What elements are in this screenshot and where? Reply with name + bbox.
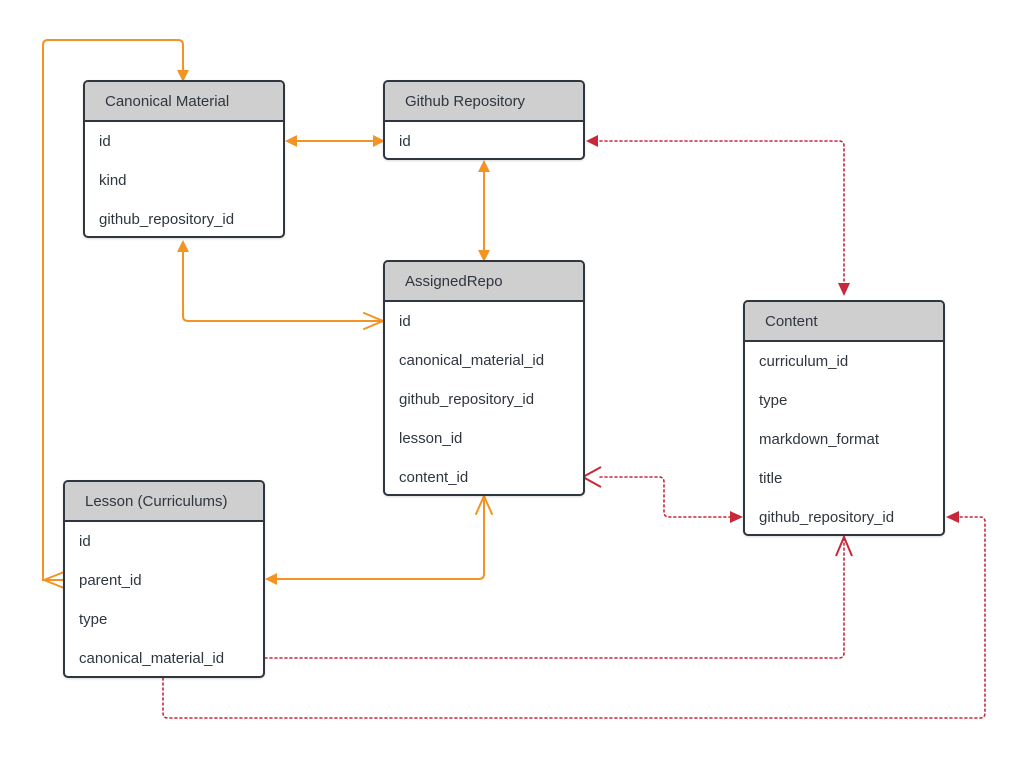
arrow-lesson-parent xyxy=(265,573,277,585)
entity-lesson[interactable]: Lesson (Curriculums) id parent_id type c… xyxy=(63,480,265,678)
link-lesson-content xyxy=(264,539,845,659)
link-lesson-content-github xyxy=(162,516,986,719)
arrow-canonical-bottom xyxy=(177,240,189,252)
field-curriculum-id: curriculum_id xyxy=(759,353,849,370)
arrow-assignedrepo-top xyxy=(478,250,490,262)
arrow-content-right xyxy=(946,511,959,523)
entity-github-repository[interactable]: Github Repository id xyxy=(383,80,585,160)
crowfoot-assignedrepo-bottom xyxy=(475,493,493,515)
field-content-id: content_id xyxy=(399,469,469,486)
entity-title: Content xyxy=(745,302,943,342)
entity-canonical-material[interactable]: Canonical Material id kind github_reposi… xyxy=(83,80,285,238)
arrow-content-left xyxy=(730,511,743,523)
field-canonical-material-id: canonical_material_id xyxy=(399,352,545,369)
entity-content[interactable]: Content curriculum_id type markdown_form… xyxy=(743,300,945,536)
field-github-repository-id: github_repository_id xyxy=(759,509,895,526)
field-type: type xyxy=(79,611,108,628)
field-title: title xyxy=(759,470,783,487)
crowfoot-content-bottom xyxy=(835,534,853,557)
link-assignedrepo-canonical xyxy=(182,249,385,322)
link-assignedrepo-content xyxy=(599,476,737,518)
field-id: id xyxy=(99,133,111,150)
arrow-github-red xyxy=(586,135,598,147)
link-github-content xyxy=(599,140,845,291)
entity-title: Lesson (Curriculums) xyxy=(65,482,263,522)
field-parent-id: parent_id xyxy=(79,572,142,589)
field-id: id xyxy=(79,533,91,550)
crowfoot-content-id xyxy=(580,466,602,488)
arrow-canonical-top xyxy=(177,70,189,82)
link-assignedrepo-lesson xyxy=(275,499,485,580)
entity-title: Github Repository xyxy=(385,82,583,122)
field-canonical-material-id: canonical_material_id xyxy=(79,650,225,667)
arrow-canonical-right xyxy=(285,135,297,147)
entity-title: AssignedRepo xyxy=(385,262,583,302)
link-lesson-parent-to-canonical-top xyxy=(42,39,184,581)
field-kind: kind xyxy=(99,172,127,189)
arrow-content-top xyxy=(838,283,850,296)
field-id: id xyxy=(399,313,411,330)
entity-title: Canonical Material xyxy=(85,82,283,122)
arrow-github-left xyxy=(373,135,385,147)
field-github-repository-id: github_repository_id xyxy=(399,391,535,408)
arrow-github-bottom xyxy=(478,160,490,172)
field-id: id xyxy=(399,133,411,150)
field-markdown-format: markdown_format xyxy=(759,431,880,448)
field-type: type xyxy=(759,392,788,409)
field-lesson-id: lesson_id xyxy=(399,430,463,447)
field-github-repository-id: github_repository_id xyxy=(99,211,235,228)
crowfoot-lesson-parent xyxy=(41,571,65,589)
entity-assigned-repo[interactable]: AssignedRepo id canonical_material_id gi… xyxy=(383,260,585,496)
